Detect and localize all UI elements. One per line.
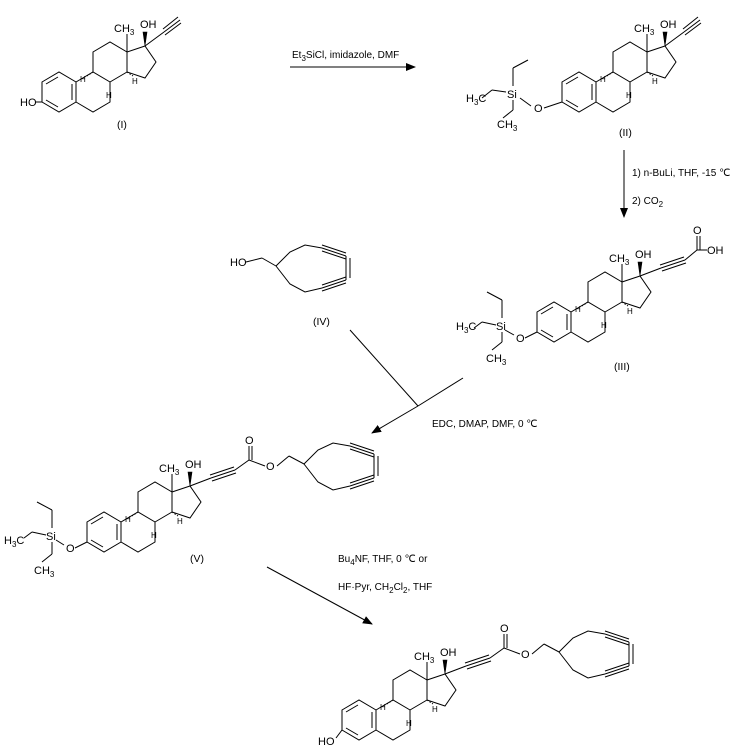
condition-step4-b: HF·Pyr, CH2Cl2, THF — [338, 582, 432, 595]
h-label: H — [80, 75, 86, 84]
compound-id-I: (I) — [117, 119, 127, 131]
h-label: H — [601, 321, 607, 330]
methyl-label: CH3 — [159, 463, 180, 477]
h-label: H — [151, 531, 157, 540]
triethylsilyl-group-III: O Si H3C CH3 — [456, 291, 525, 367]
h-label: H — [432, 705, 438, 714]
condition-step2-a: 1) n-BuLi, THF, -15 ℃ — [632, 168, 730, 179]
condition-step1: Et3SiCl, imidazole, DMF — [292, 50, 399, 63]
compound-id-III: (III) — [614, 361, 630, 373]
methyl-label: CH3 — [609, 253, 630, 267]
h3c-label: H3C — [466, 93, 486, 107]
final-product: OH CH3 O O HO H H H — [318, 623, 634, 748]
o-label: O — [516, 333, 525, 345]
compound-II: OH CH3 H H H — [543, 16, 702, 113]
reaction-arrow-4 — [266, 566, 373, 625]
carbonyl-o-label: O — [693, 225, 702, 237]
ho-label: HO — [230, 257, 247, 269]
reaction-arrow-3-from-IV — [349, 329, 419, 407]
triethylsilyl-group-V: O Si H3C CH3 — [4, 501, 75, 579]
h-label: H — [627, 307, 633, 316]
h3c-label: H3C — [4, 535, 24, 549]
h-label: H — [652, 77, 658, 86]
oh-label: OH — [635, 249, 652, 261]
ho-label: HO — [20, 97, 37, 109]
h-label: H — [575, 305, 581, 314]
acid-oh-label: OH — [707, 245, 724, 257]
methyl-label: CH3 — [414, 651, 435, 665]
condition-step3: EDC, DMAP, DMF, 0 ℃ — [432, 419, 538, 430]
h-label: H — [125, 515, 131, 524]
ester-o-label: O — [266, 461, 275, 473]
oh-label: OH — [185, 459, 202, 471]
oh-label: OH — [660, 19, 677, 31]
h-label: H — [380, 703, 386, 712]
compound-id-IV: (IV) — [313, 316, 330, 328]
ch3-label: CH3 — [34, 565, 55, 579]
ester-o-label: O — [521, 649, 530, 661]
carbonyl-o-label: O — [500, 623, 509, 635]
methyl-label: CH3 — [634, 23, 655, 37]
h-label: H — [626, 91, 632, 100]
ch3-label: CH3 — [486, 353, 507, 367]
h3c-label: H3C — [456, 321, 476, 335]
h-label: H — [106, 91, 112, 100]
o-label: O — [66, 543, 75, 555]
si-label: Si — [46, 531, 56, 543]
compound-III: OH CH3 O OH H H H — [524, 225, 724, 343]
oh-label: OH — [440, 647, 457, 659]
compound-IV: HO — [230, 244, 351, 293]
reaction-arrow-3-from-III — [417, 377, 464, 407]
ch3-label: CH3 — [497, 119, 518, 133]
h-label: H — [132, 77, 138, 86]
si-label: Si — [496, 321, 506, 333]
reaction-arrow-3 — [371, 405, 419, 434]
condition-step2-b: 2) CO2 — [632, 196, 664, 209]
compound-I: OH CH3 HO H H H — [20, 16, 182, 113]
triethylsilyl-group-II: O Si H3C CH3 — [466, 59, 543, 133]
h-label: H — [177, 517, 183, 526]
h-label: H — [406, 719, 412, 728]
si-label: Si — [507, 89, 517, 101]
ho-label: HO — [318, 736, 335, 748]
methyl-label: CH3 — [114, 23, 135, 37]
h-label: H — [600, 75, 606, 84]
compound-V: OH CH3 O O H H H — [74, 435, 379, 553]
compound-id-V: (V) — [190, 553, 204, 565]
compound-id-II: (II) — [619, 127, 632, 139]
condition-step4-a: Bu4NF, THF, 0 ℃ or — [338, 554, 428, 567]
oh-label: OH — [140, 19, 157, 31]
carbonyl-o-label: O — [245, 435, 254, 447]
o-label: O — [534, 103, 543, 115]
